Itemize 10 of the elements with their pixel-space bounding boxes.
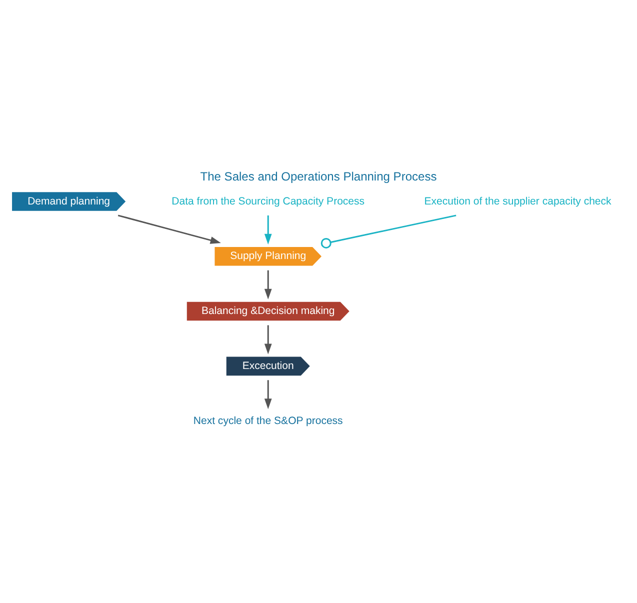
diagram-title: The Sales and Operations Planning Process xyxy=(200,170,437,184)
arrow xyxy=(118,214,221,244)
connector xyxy=(320,214,456,248)
arrow xyxy=(264,215,272,244)
node-text: Next cycle of the S&OP process xyxy=(193,414,343,427)
arrow xyxy=(264,270,272,300)
node-text: Data from the Sourcing Capacity Process xyxy=(172,195,365,208)
node-text: Execution of the supplier capacity check xyxy=(424,195,612,208)
arrow xyxy=(264,380,272,410)
arrow xyxy=(264,325,272,354)
